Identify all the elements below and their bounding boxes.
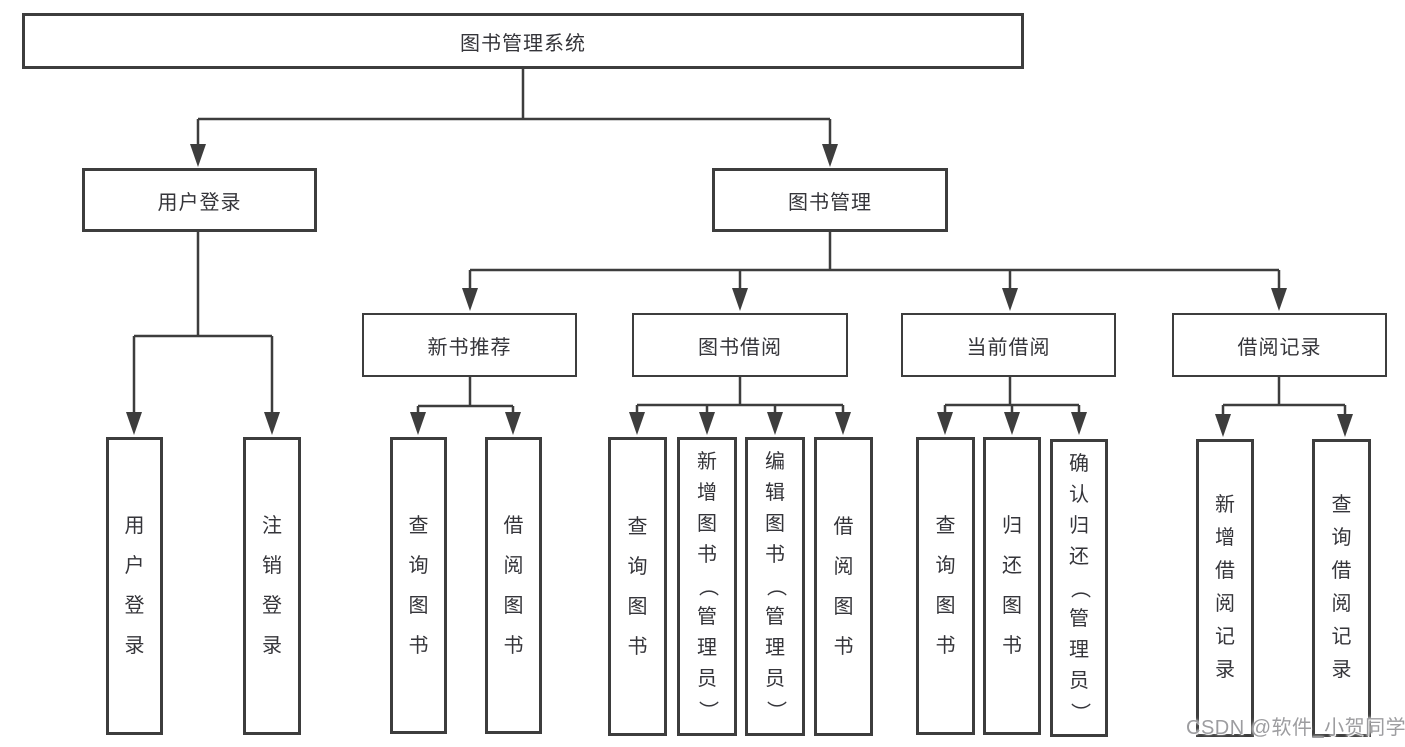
node-confirm-return-admin: 确认归还（管理员） [1050,439,1108,737]
node-query-books-1: 查询图书 [390,437,447,734]
node-add-books-admin: 新增图书（管理员） [677,437,737,736]
node-book-borrow: 图书借阅 [632,313,848,377]
node-return-books: 归还图书 [983,437,1041,735]
arrowheads [126,144,1353,437]
node-library-system: 图书管理系统 [22,13,1024,69]
node-query-books-2: 查询图书 [608,437,667,736]
node-book-management-branch: 图书管理 [712,168,948,232]
node-user-login-leaf: 用户登录 [106,437,163,735]
node-borrow-books-1: 借阅图书 [485,437,542,734]
watermark: CSDN @软件_小贺同学 [1186,717,1405,739]
node-edit-books-admin: 编辑图书（管理员） [745,437,805,736]
node-user-login-branch: 用户登录 [82,168,317,232]
node-borrow-records: 借阅记录 [1172,313,1387,377]
node-logout-leaf: 注销登录 [243,437,301,735]
node-query-borrow-record: 查询借阅记录 [1312,439,1371,737]
node-query-books-3: 查询图书 [916,437,975,735]
node-add-borrow-record: 新增借阅记录 [1196,439,1254,737]
node-current-borrow: 当前借阅 [901,313,1116,377]
node-borrow-books-2: 借阅图书 [814,437,873,736]
node-new-book-recommend: 新书推荐 [362,313,577,377]
